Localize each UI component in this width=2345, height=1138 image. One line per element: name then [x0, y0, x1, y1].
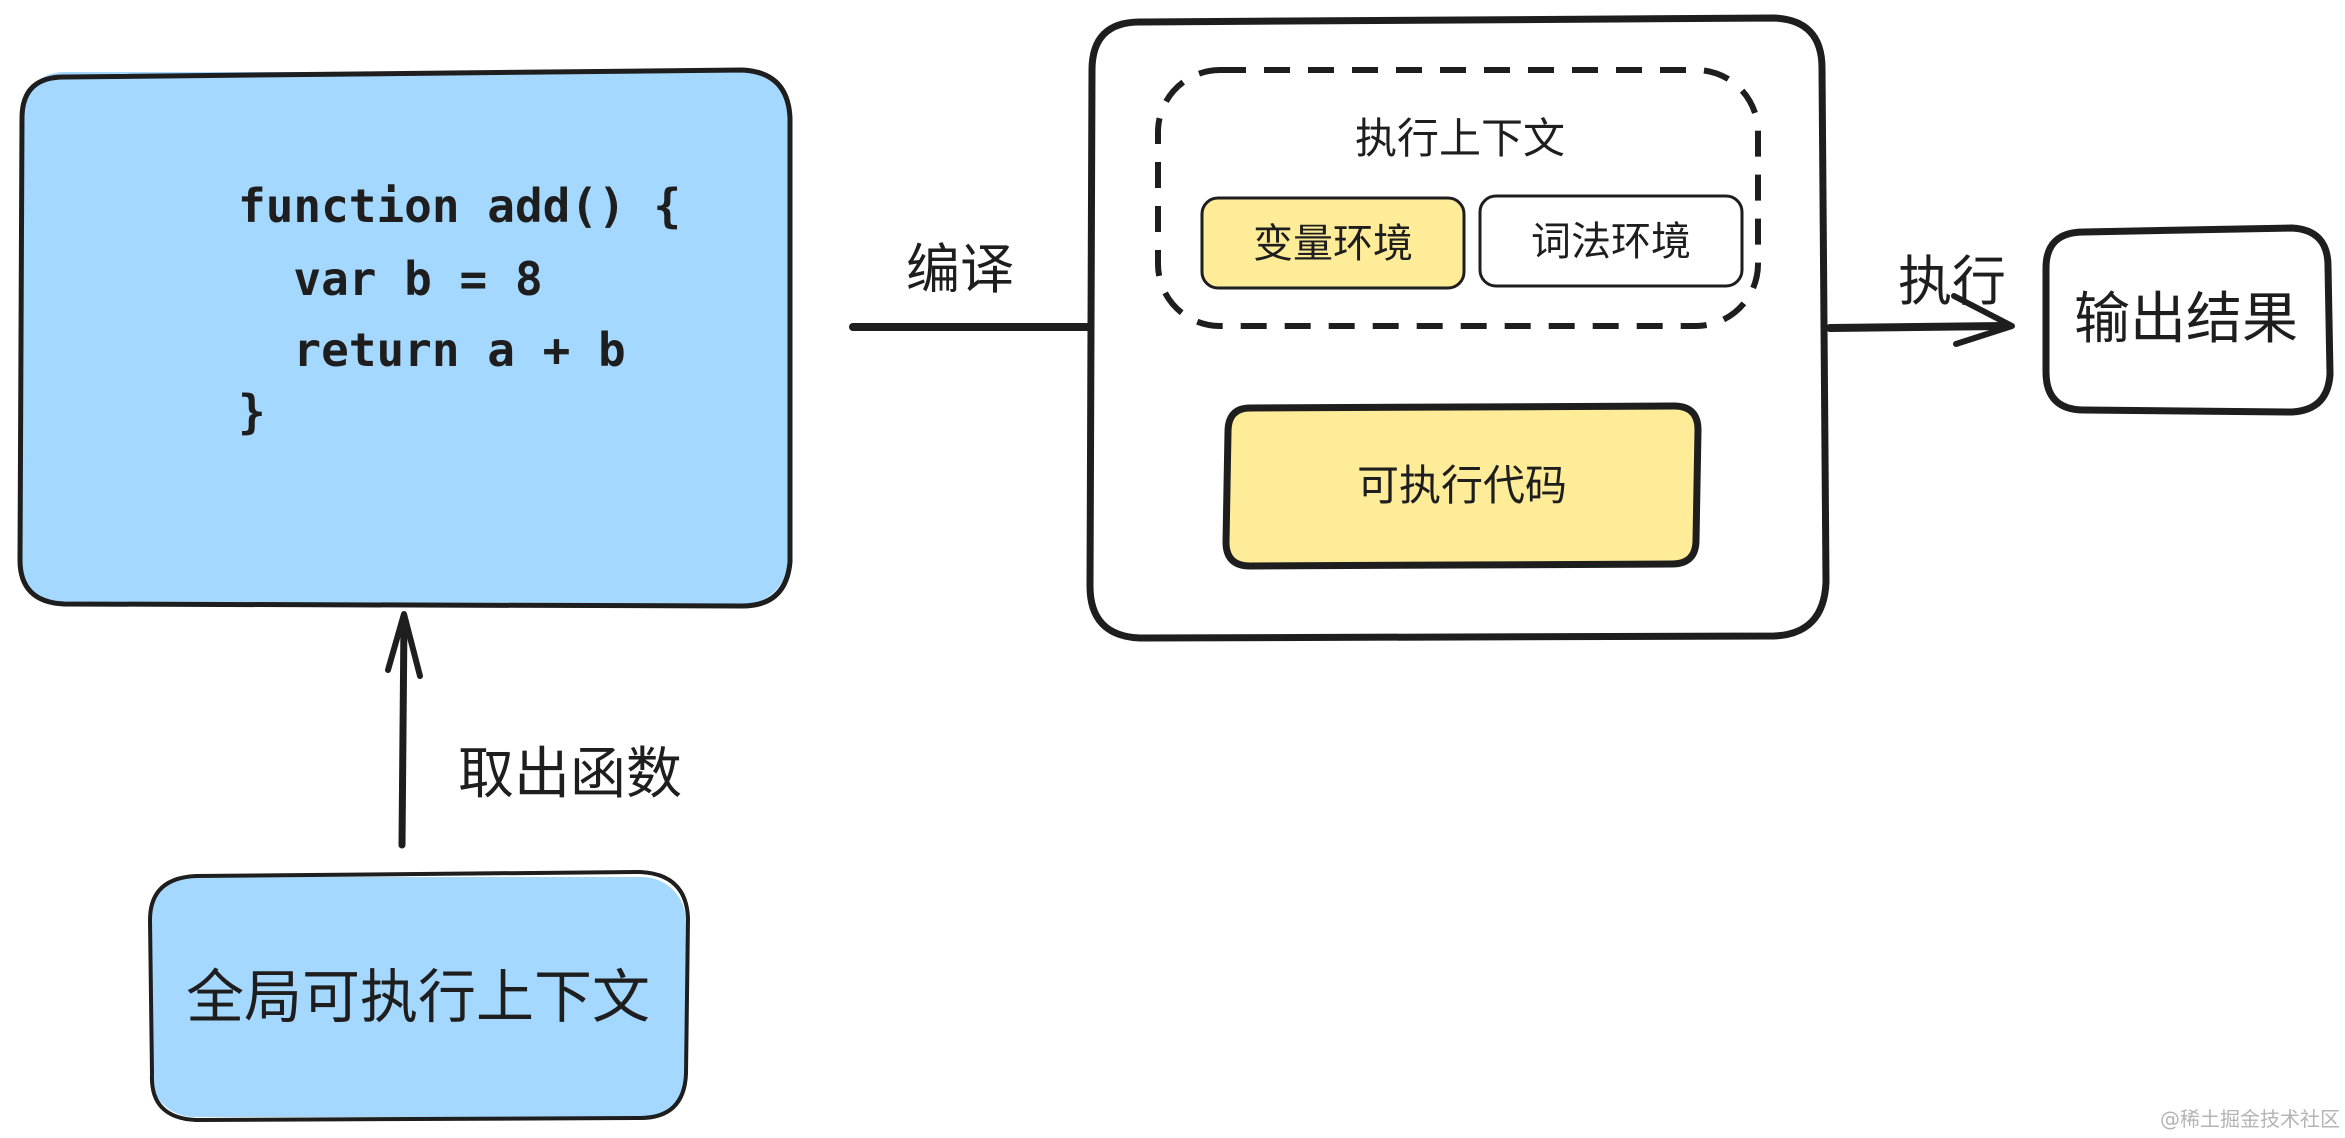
code-line-2: var b = 8	[238, 252, 543, 306]
executable-code-label: 可执行代码	[1357, 461, 1567, 510]
code-line-1: function add() {	[238, 179, 681, 233]
output-box: 输出结果	[2042, 224, 2334, 416]
global-context-label: 全局可执行上下文	[186, 963, 650, 1031]
variable-environment-box: 变量环境	[1200, 196, 1466, 290]
code-block-border	[17, 67, 793, 609]
code-line-3: return a + b	[238, 323, 626, 377]
execute-label: 执行	[1898, 250, 2006, 313]
execute-arrow	[1826, 293, 2015, 347]
take-function-arrow	[385, 611, 423, 849]
lexical-environment-label: 词法环境	[1531, 219, 1691, 265]
code-block: function add() { var b = 8 return a + b …	[17, 67, 793, 609]
global-context-box: 全局可执行上下文	[148, 870, 690, 1122]
watermark: @稀土掘金技术社区	[2160, 1107, 2340, 1131]
code-line-4: }	[238, 385, 266, 439]
execution-context-group: 执行上下文 变量环境 词法环境	[1155, 67, 1761, 329]
compile-label: 编译	[906, 238, 1014, 301]
output-label: 输出结果	[2074, 287, 2298, 352]
variable-environment-label: 变量环境	[1253, 221, 1413, 267]
take-function-label: 取出函数	[458, 742, 682, 807]
execution-context-title: 执行上下文	[1355, 114, 1565, 163]
executable-code-box: 可执行代码	[1222, 402, 1702, 570]
lexical-environment-box: 词法环境	[1478, 194, 1744, 288]
